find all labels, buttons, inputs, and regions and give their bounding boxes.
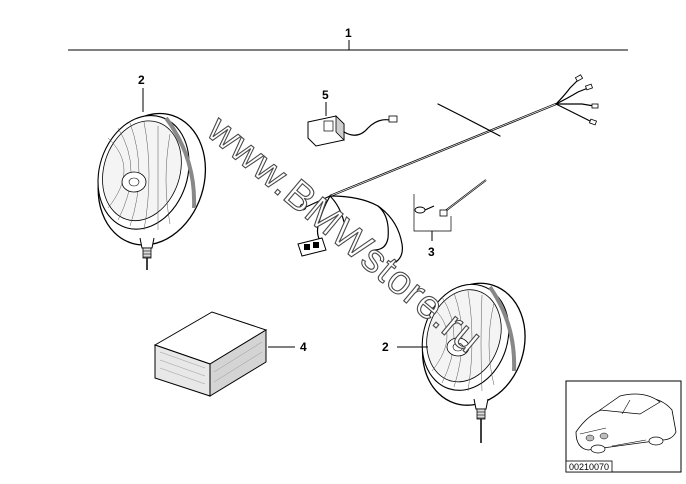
callout-4-group: 4 [268, 340, 307, 354]
callout-5-group: 5 [322, 88, 329, 116]
callout-5: 5 [322, 88, 329, 102]
callout-3-group: 3 [413, 194, 452, 259]
callout-2-top: 2 [138, 73, 145, 87]
callout-3: 3 [428, 245, 435, 259]
callout-1: 1 [345, 26, 352, 40]
relay-icon [307, 115, 398, 147]
connector-plug-icon [297, 237, 327, 257]
callout-4: 4 [300, 340, 307, 354]
car-thumbnail-icon [565, 380, 682, 473]
callout-1-group: 1 [68, 26, 628, 51]
wiring-harness-icon [297, 74, 599, 263]
fog-lamp-icon [421, 282, 526, 443]
fog-lamp-icon [97, 112, 207, 270]
diagram-code-group: 00210070 [565, 460, 613, 473]
diagram-code: 00210070 [569, 462, 609, 472]
cable-tie-icon [439, 179, 487, 217]
box-icon [153, 311, 268, 397]
ring-terminal-icon [414, 205, 435, 214]
callout-2-top-group: 2 [138, 73, 145, 112]
callout-2-bottom: 2 [382, 340, 389, 354]
callout-2-bottom-group: 2 [382, 340, 428, 354]
